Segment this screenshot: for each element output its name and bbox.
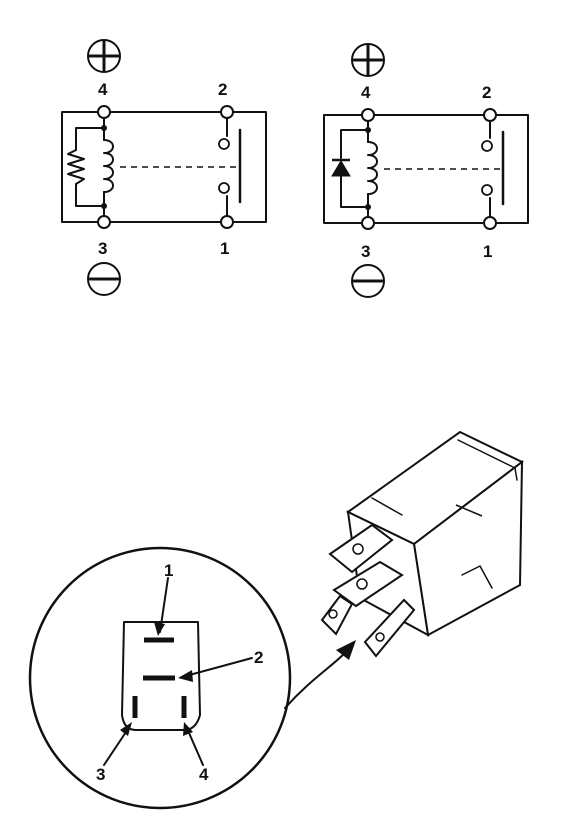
left-relay-schematic: 4 2 3 1 (61, 39, 267, 296)
pin-1-label: 1 (164, 561, 173, 580)
left-terminal-3 (97, 215, 111, 229)
switch-contact-icon (481, 120, 505, 218)
right-relay-schematic: 4 2 3 1 (323, 43, 529, 298)
right-term-1-label: 1 (483, 242, 492, 261)
plus-circle-icon (87, 39, 121, 73)
left-term-1-label: 1 (220, 239, 229, 258)
left-term-2-label: 2 (218, 80, 227, 99)
right-term-4-label: 4 (361, 83, 371, 102)
left-relay-housing (61, 111, 267, 223)
minus-circle-icon (351, 264, 385, 298)
diode-icon (331, 158, 351, 177)
magnifier-circle (28, 546, 292, 810)
right-terminal-2 (483, 108, 497, 122)
right-terminal-4 (361, 108, 375, 122)
left-terminal-1 (220, 215, 234, 229)
resistor-icon (67, 149, 85, 185)
left-terminal-4 (97, 105, 111, 119)
pin-2-label: 2 (254, 648, 263, 667)
coil-icon (367, 141, 378, 195)
pin-3-label: 3 (96, 765, 105, 784)
switch-contact-icon (218, 117, 242, 217)
left-term-3-label: 3 (98, 239, 107, 258)
right-term-3-label: 3 (361, 242, 370, 261)
relay-body-icon (320, 430, 524, 658)
coil-icon (103, 139, 114, 193)
right-relay-housing (323, 114, 529, 224)
right-terminal-3 (361, 216, 375, 230)
pin-4-label: 4 (199, 765, 209, 784)
right-terminal-1 (483, 216, 497, 230)
left-term-4-label: 4 (98, 80, 108, 99)
plus-circle-icon (351, 43, 385, 77)
connector-pin-view: 1 2 3 4 (28, 546, 292, 810)
arrow-icon (284, 640, 356, 709)
left-terminal-2 (220, 105, 234, 119)
minus-circle-icon (87, 262, 121, 296)
right-term-2-label: 2 (482, 83, 491, 102)
